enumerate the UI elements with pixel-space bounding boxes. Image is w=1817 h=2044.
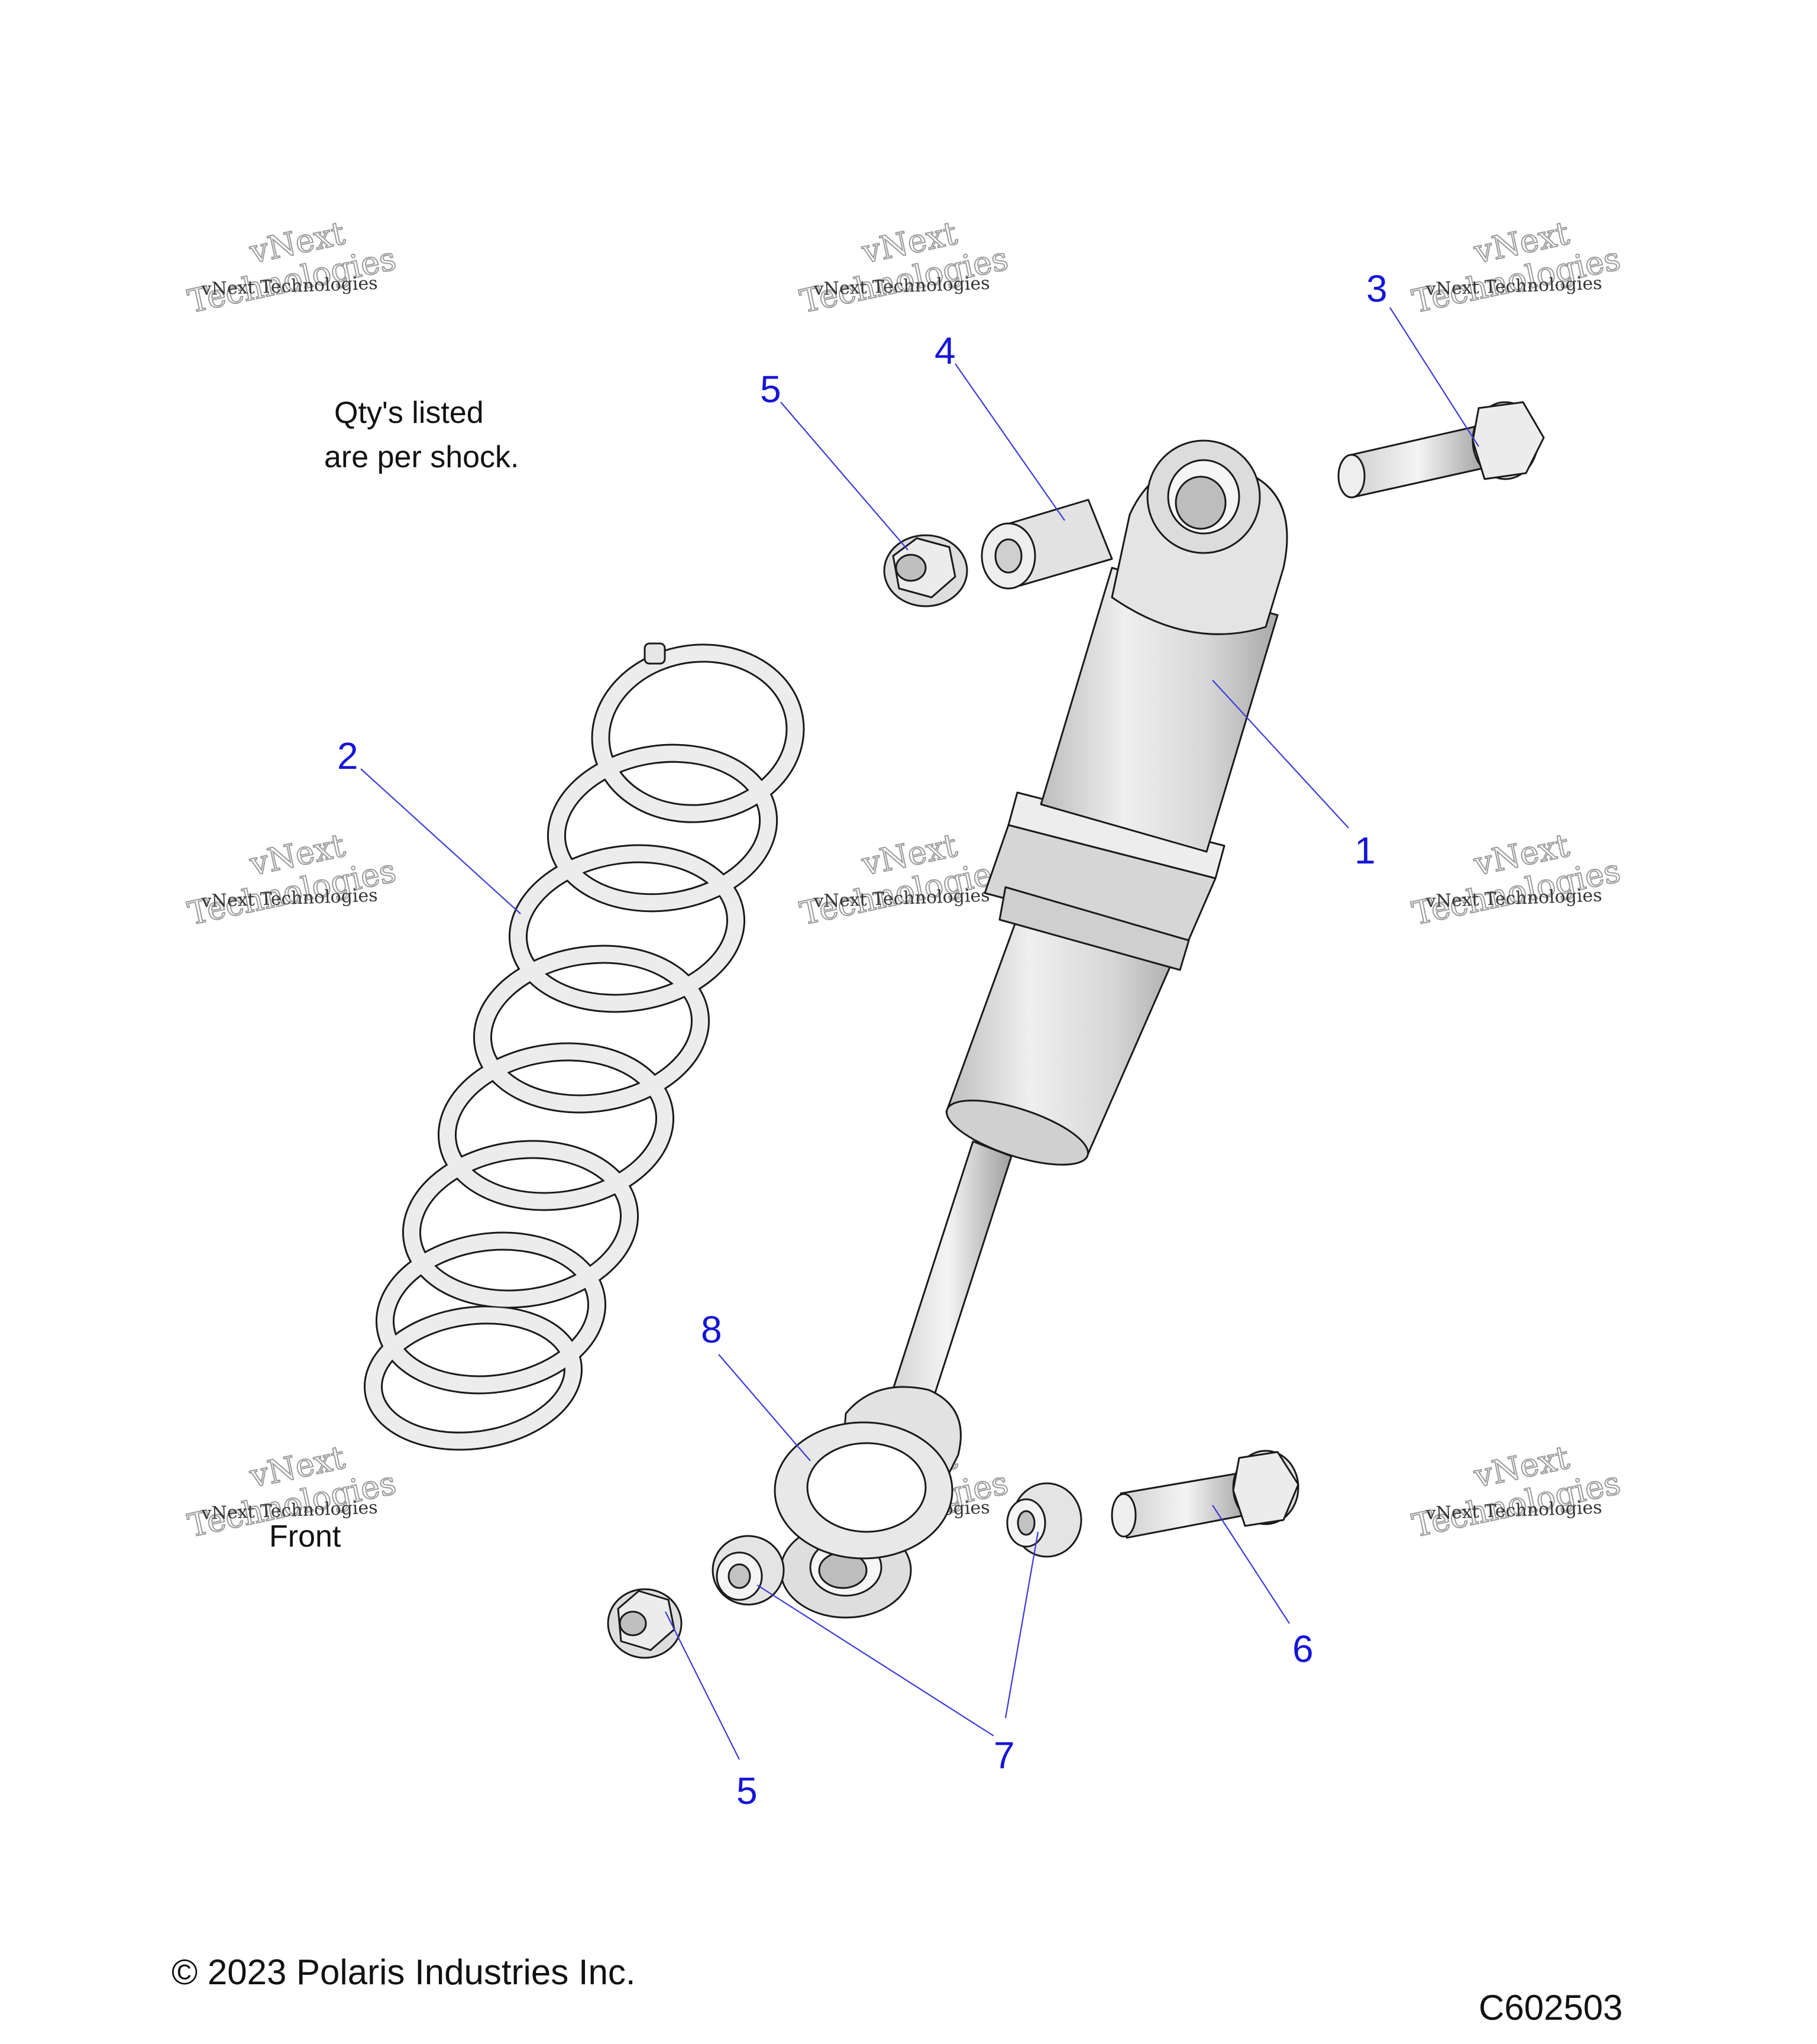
top-flange-nut bbox=[883, 534, 968, 607]
leader-7a bbox=[756, 1584, 994, 1736]
qty-note-line1: Qty's listed bbox=[334, 396, 484, 430]
shock-absorber bbox=[780, 439, 1288, 1619]
leader-6 bbox=[1212, 1505, 1290, 1624]
watermark: vNext Technologies vNext Technologies bbox=[1408, 214, 1624, 321]
watermark: vNext Technologies vNext Technologies bbox=[1408, 826, 1624, 933]
bottom-bushing-right bbox=[1006, 1482, 1082, 1558]
callout-5-top: 5 bbox=[760, 368, 781, 410]
callout-3: 3 bbox=[1366, 267, 1388, 310]
callout-8: 8 bbox=[701, 1308, 722, 1351]
leader-5-top bbox=[780, 402, 908, 551]
qty-note-line2: are per shock. bbox=[324, 440, 519, 474]
bottom-bushing-left bbox=[712, 1535, 785, 1606]
front-label: Front bbox=[269, 1519, 341, 1554]
leader-4 bbox=[955, 363, 1065, 521]
spring-seat bbox=[774, 1421, 953, 1560]
leader-7b bbox=[1004, 1531, 1039, 1719]
callout-4: 4 bbox=[935, 329, 956, 372]
watermark: vNext Technologies vNext Technologies bbox=[184, 214, 400, 321]
top-bolt bbox=[1337, 401, 1545, 499]
leader-8 bbox=[718, 1354, 811, 1461]
bottom-flange-nut bbox=[607, 1588, 683, 1659]
watermark: vNext Technologies vNext Technologies bbox=[796, 214, 1012, 321]
callout-2: 2 bbox=[337, 735, 358, 777]
leader-lines bbox=[360, 307, 1479, 1760]
leader-1 bbox=[1212, 680, 1349, 829]
callout-5-bottom: 5 bbox=[736, 1770, 758, 1812]
callouts: 1 2 3 4 5 5 6 7 8 bbox=[337, 267, 1388, 1812]
callout-1: 1 bbox=[1354, 829, 1376, 872]
spacer-bushing bbox=[981, 499, 1113, 590]
leader-2 bbox=[360, 768, 521, 914]
copyright: © 2023 Polaris Industries Inc. bbox=[172, 1952, 636, 1992]
coil-spring bbox=[364, 642, 805, 1451]
watermark: vNext Technologies vNext Technologies bbox=[184, 826, 400, 933]
diagram-id: C602503 bbox=[1479, 1988, 1623, 2027]
leader-5-bottom bbox=[665, 1611, 740, 1760]
leader-3 bbox=[1389, 307, 1479, 447]
callout-7: 7 bbox=[994, 1734, 1015, 1777]
bottom-bolt bbox=[1111, 1450, 1299, 1539]
watermark: vNext Technologies vNext Technologies bbox=[1408, 1438, 1624, 1545]
watermark: vNext Technologies vNext Technologies bbox=[796, 826, 1012, 933]
callout-6: 6 bbox=[1292, 1628, 1314, 1670]
